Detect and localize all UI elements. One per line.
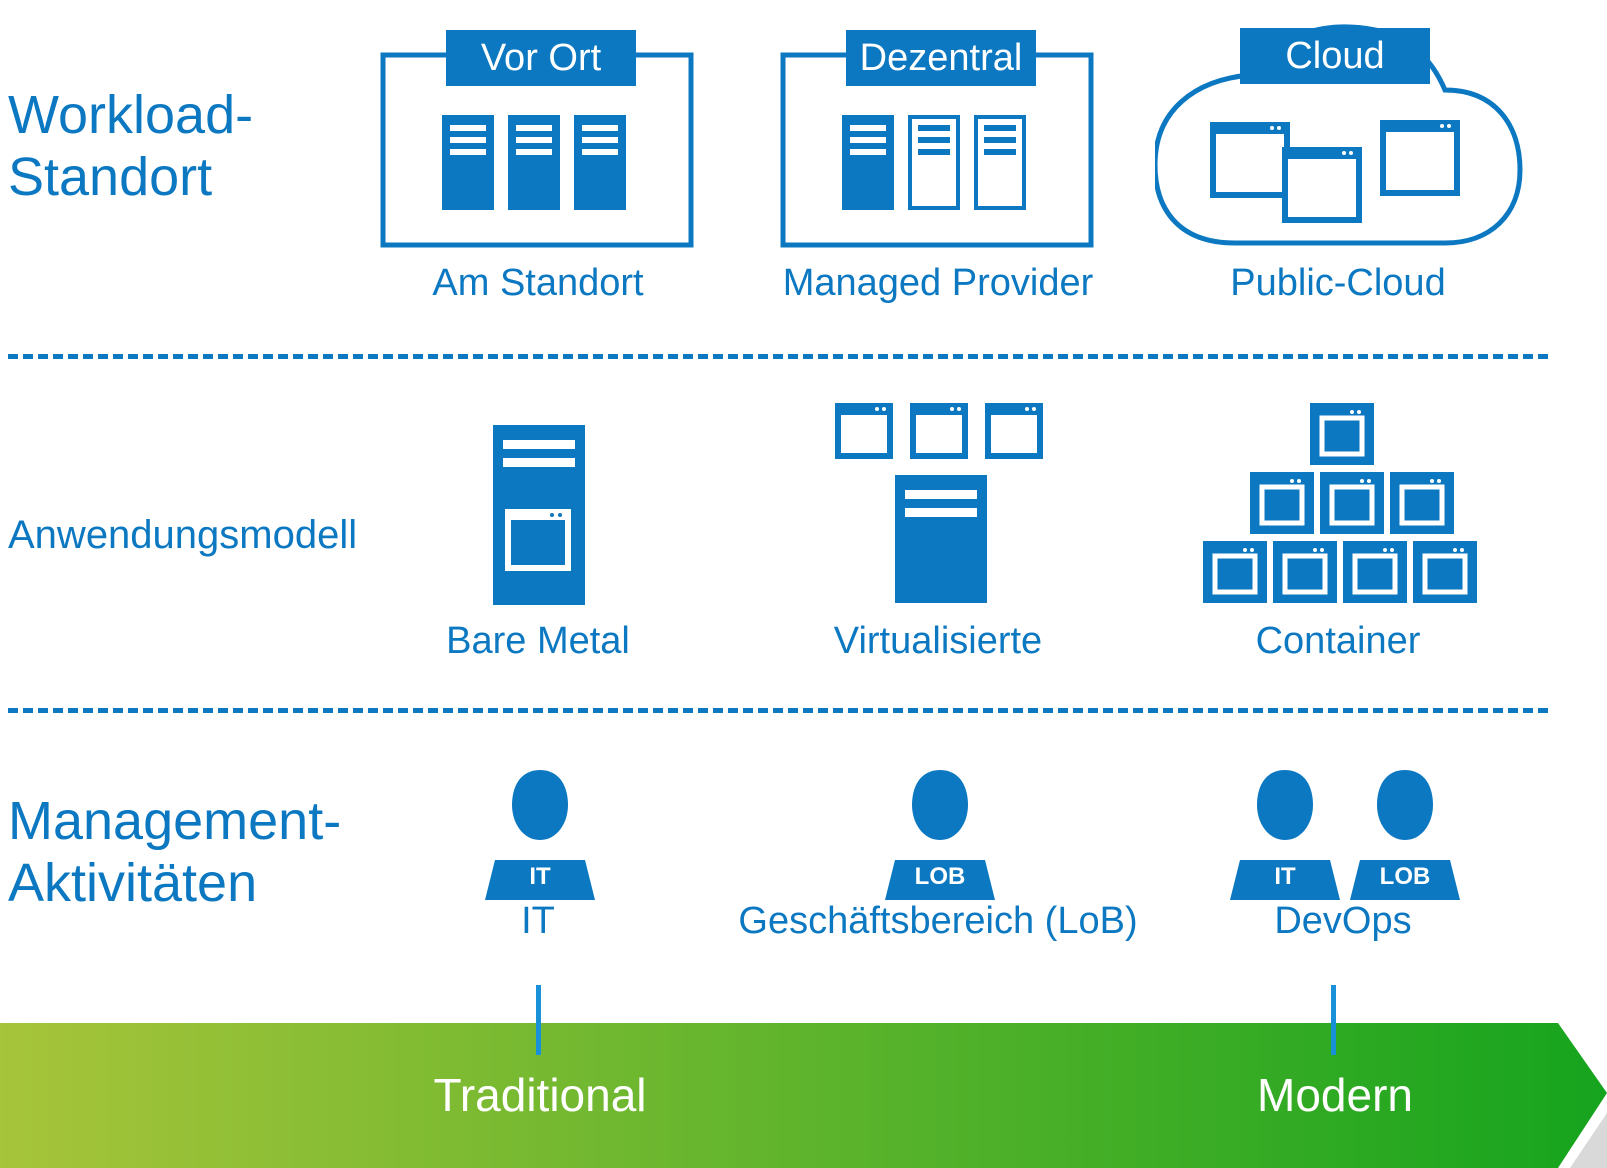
person-icon [885,770,995,900]
workload-cloud: Cloud [1155,15,1525,255]
badge-devops-lob: LOB [1379,863,1431,890]
caption-lob: Geschäftsbereich (LoB) [738,900,1138,942]
workload-onprem: Vor Ort [380,25,695,250]
caption-onprem: Am Standort [432,262,644,304]
caption-devops: DevOps [1274,900,1412,942]
caption-cloud: Public-Cloud [1230,262,1446,304]
divider-top [8,354,1548,359]
badge-lob: LOB [914,863,966,890]
caption-it: IT [521,900,555,942]
person-icon [485,770,595,900]
server-mixed-icon [842,115,1026,210]
row-label-management: Management- Aktivitäten [8,791,342,913]
managed-title: Dezentral [846,30,1036,86]
caption-container: Container [1255,620,1421,662]
person-icon [1230,770,1340,900]
marker-modern [1331,985,1336,1055]
row-label-workload: Workload- Standort [8,85,254,207]
cloud-icon [1155,24,1523,246]
bare-metal-icon [493,425,585,605]
badge-devops-it: IT [1274,863,1296,890]
person-devops-lob: LOB [1350,765,1460,905]
caption-virtualized: Virtualisierte [833,620,1043,662]
person-lob: LOB [885,765,995,905]
server-rack-icon [442,115,626,210]
marker-traditional [536,985,541,1055]
workload-managed: Dezentral [780,25,1095,250]
caption-managed: Managed Provider [782,262,1094,304]
person-it: IT [485,765,595,905]
label-modern: Modern [1257,1069,1413,1121]
person-devops-it: IT [1230,765,1340,905]
container-icon [1203,403,1477,603]
divider-bottom [8,708,1548,713]
virtualized-icon [835,403,1043,603]
person-icon [1350,770,1460,900]
row-label-application: Anwendungsmodell [8,513,358,557]
badge-it: IT [529,863,551,890]
label-traditional: Traditional [433,1069,647,1121]
progress-arrow [0,1023,1607,1168]
caption-bare-metal: Bare Metal [446,620,630,662]
cloud-title: Cloud [1240,28,1430,84]
onprem-title: Vor Ort [446,30,636,86]
